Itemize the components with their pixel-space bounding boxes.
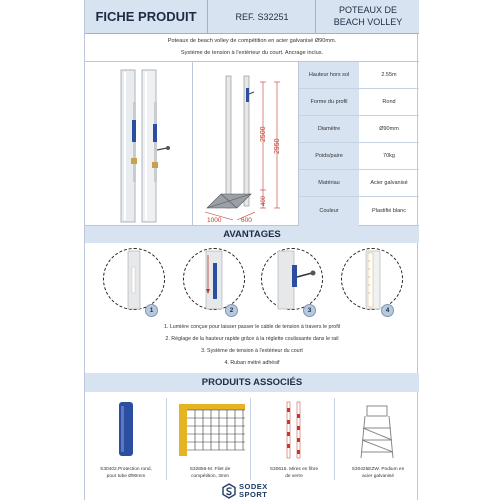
spec-row: Hauteur hors sol 2.55m [299, 62, 419, 89]
product-name-line1: POTEAUX DE [338, 5, 397, 15]
logo-text-line2: SPORT [239, 490, 268, 499]
spec-row: Poids/paire 70kg [299, 143, 419, 170]
product-reference: REF. S32251 [209, 0, 316, 34]
related-product-caption: S30615. Mires en fibre de verre [253, 467, 335, 480]
spec-row: Couleur Plastifié blanc [299, 197, 419, 226]
product-sheet: FICHE PRODUIT REF. S32251 POTEAUX DE BEA… [84, 0, 419, 500]
spec-row: Forme du profil Rond [299, 89, 419, 116]
spec-key: Hauteur hors sol [299, 62, 359, 88]
product-name: POTEAUX DE BEACH VOLLEY [317, 4, 419, 28]
detail-circle-1 [103, 248, 165, 310]
spec-key: Poids/paire [299, 143, 359, 169]
product-photo [85, 62, 193, 226]
detail-image-3 [277, 250, 316, 310]
spec-value: 2.55m [381, 71, 397, 78]
avantages-heading: AVANTAGES [85, 226, 419, 243]
spec-key: Diamètre [299, 116, 359, 142]
badge-4: 4 [381, 304, 394, 317]
description: Poteaux de beach volley de compétition e… [85, 34, 419, 62]
feature-item-1: 1. Lumière conçue pour laisser passer le… [163, 324, 341, 330]
description-line1: Poteaux de beach volley de compétition e… [167, 38, 337, 44]
spec-value: Rond [382, 98, 396, 105]
spec-key: Forme du profil [299, 89, 359, 115]
dimension-drawing: 2500 2950 400 1000 600 [204, 75, 281, 224]
product-overview: 2500 2950 400 1000 600 Hauteur hors sol … [85, 62, 419, 226]
related-product-image-1 [119, 402, 133, 456]
spec-table: Hauteur hors sol 2.55m Forme du profil R… [299, 62, 419, 226]
caption-line2: pour tube Ø90mm [106, 473, 146, 479]
related-product-image-2 [179, 404, 245, 456]
feature-item-4: 4. Ruban métré adhésif [224, 360, 280, 366]
dim-total-label: 2950 [274, 138, 281, 154]
spec-key: Couleur [299, 197, 359, 226]
product-name-line2: BEACH VOLLEY [333, 17, 403, 27]
detail-image-1 [127, 250, 141, 310]
produits-heading: PRODUITS ASSOCIÉS [85, 373, 419, 392]
caption-line1: S30402.Protection rond, [100, 467, 152, 472]
related-product-caption: S32856-M. Filet de compétition, 3mm [169, 467, 251, 480]
detail-circle-3 [261, 248, 323, 310]
spec-value: Ø90mm [379, 125, 399, 132]
sodex-logo-icon [222, 483, 236, 499]
dim-height-label: 2500 [260, 126, 267, 142]
feature-item-3: 3. Système de tension à l'extérieur du c… [201, 348, 303, 354]
page-title: FICHE PRODUIT [85, 0, 208, 34]
detail-image-2 [205, 250, 223, 310]
badge-3: 3 [303, 304, 316, 317]
related-product-2: S32856-M. Filet de compétition, 3mm [169, 398, 251, 480]
related-product-image-4 [360, 405, 394, 459]
spec-row: Diamètre Ø90mm [299, 116, 419, 143]
caption-line1: S30425EZW. Podium en [351, 467, 405, 472]
caption-line1: S30615. Mires en fibre [269, 467, 319, 472]
sodex-sport-logo: SODEX SPORT [221, 481, 291, 500]
related-product-caption: S30402.Protection rond, pour tube Ø90mm [85, 467, 167, 480]
badge-1: 1 [145, 304, 158, 317]
related-product-4: S30425EZW. Podium en acier galvanisé [337, 398, 419, 480]
caption-line2: de verre [285, 473, 303, 479]
related-product-image-3 [286, 401, 301, 459]
header: FICHE PRODUIT REF. S32251 POTEAUX DE BEA… [85, 0, 419, 34]
dim-base-width-label: 1000 [207, 217, 222, 224]
caption-line2: acier galvanisé [362, 473, 394, 479]
related-product-3: S30615. Mires en fibre de verre [253, 398, 335, 480]
logo-text-line1: SODEX [239, 482, 268, 491]
dimension-diagram: 2500 2950 400 1000 600 [193, 62, 299, 226]
caption-line1: S32856-M. Filet de [189, 467, 231, 472]
detail-circle-4 [341, 248, 403, 310]
detail-circle-2 [183, 248, 245, 310]
feature-item-2: 2. Réglage de la hauteur rapide grâce à … [165, 336, 339, 342]
spec-row: Matériau Acier galvanisé [299, 170, 419, 197]
poles-photo-image [120, 69, 170, 223]
caption-line2: compétition, 3mm [191, 473, 229, 479]
detail-image-4 [365, 250, 381, 310]
dim-anchor-label: 400 [261, 195, 267, 206]
spec-value: 70kg [383, 152, 395, 159]
badge-2: 2 [225, 304, 238, 317]
dim-base-depth-label: 600 [241, 217, 252, 224]
spec-value: Acier galvanisé [370, 179, 408, 186]
related-product-1: S30402.Protection rond, pour tube Ø90mm [85, 398, 167, 480]
spec-key: Matériau [299, 170, 359, 196]
description-line2: Système de tension à l'extérieur du cour… [180, 50, 324, 56]
spec-value: Plastifié blanc [372, 208, 406, 214]
related-product-caption: S30425EZW. Podium en acier galvanisé [337, 467, 419, 480]
